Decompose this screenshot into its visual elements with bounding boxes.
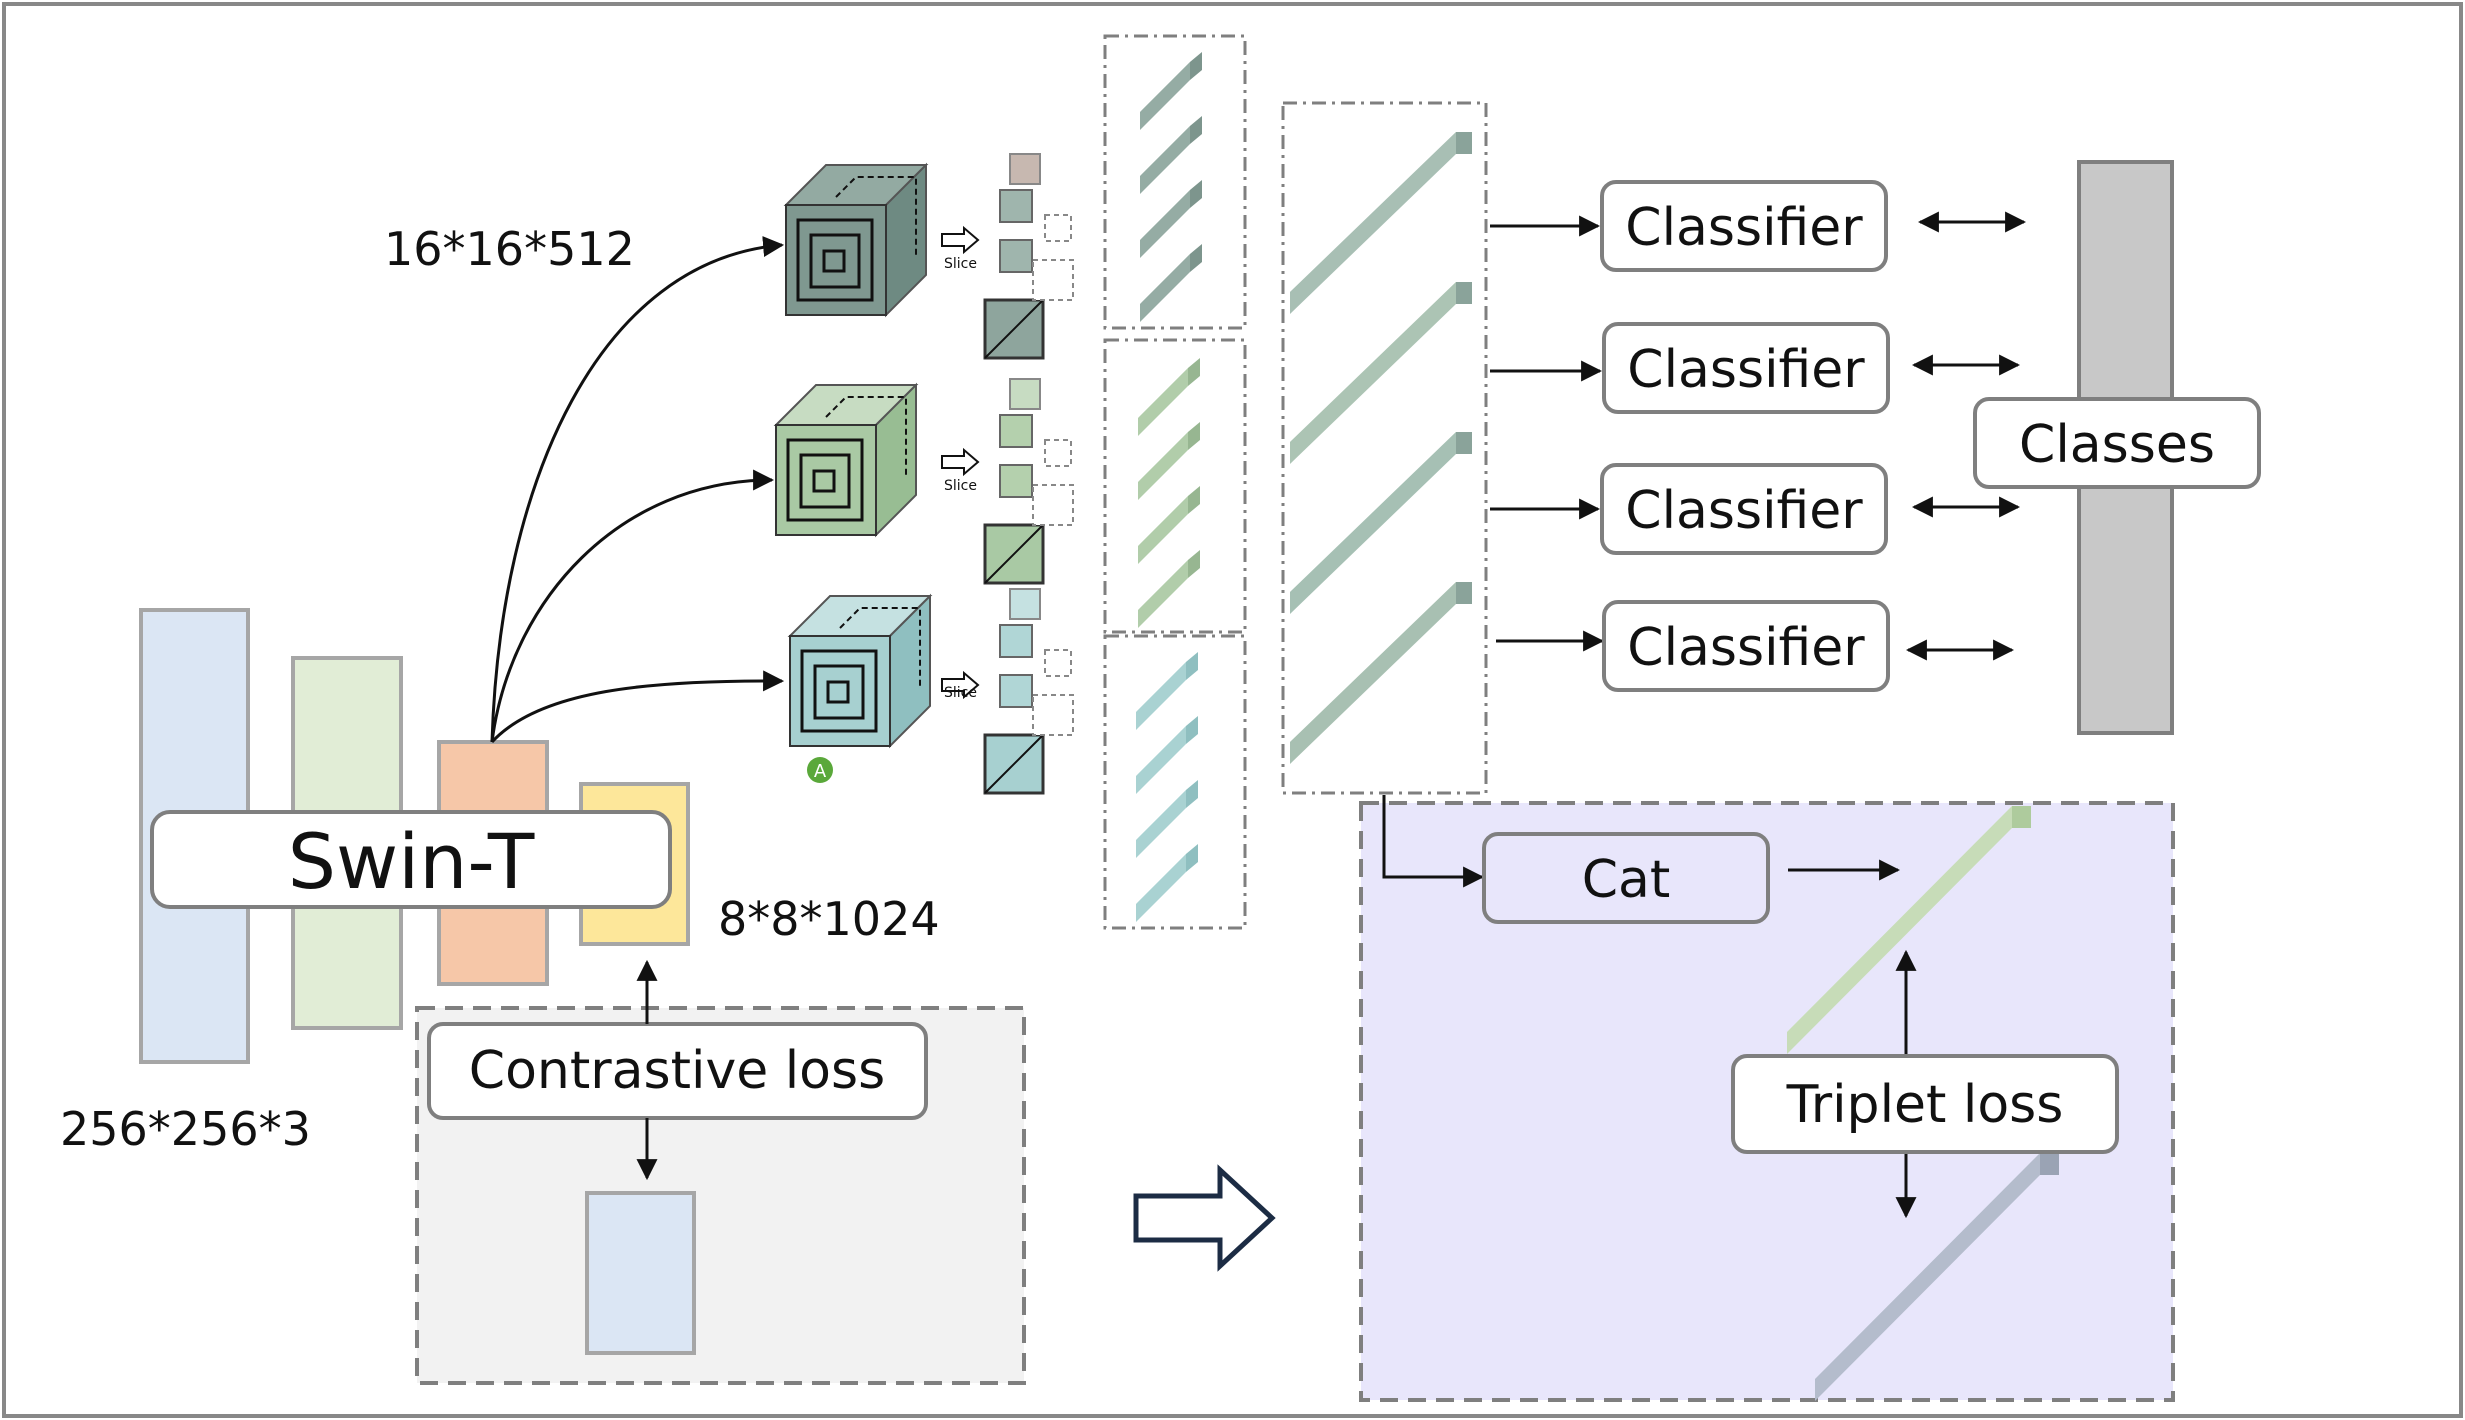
classifier-box-4: Classifier (1602, 600, 1890, 692)
swin-t-label-box: Swin-T (150, 810, 672, 909)
triplet-loss-label: Triplet loss (1786, 1075, 2064, 1135)
long-feature-4 (1290, 582, 1472, 764)
concat-feature-column (1281, 101, 1488, 795)
swin-t-label: Swin-T (288, 817, 535, 906)
feature-cube-1 (783, 162, 929, 318)
triplet-panel: Cat Triplet loss (1359, 795, 2175, 1402)
classes-label: Classes (2019, 415, 2215, 475)
long-feature-1 (1290, 132, 1472, 314)
slice-label-1: Slice (944, 256, 977, 272)
slice-label-2: Slice (944, 478, 977, 494)
flow-arrow-icon (1133, 1164, 1276, 1272)
sliced-cubes-3 (983, 588, 1074, 795)
long-feature-2 (1290, 282, 1472, 464)
cube-row-1: Slice (783, 153, 1074, 360)
badge-a (807, 757, 833, 783)
classifier-label-2: Classifier (1627, 340, 1865, 400)
classifier-arrows (1490, 215, 1605, 652)
classes-block: Classes (1973, 160, 2261, 735)
badge-a-label: A (814, 761, 827, 782)
stage3-dim-label: 16*16*512 (384, 222, 635, 276)
feature-cube-2 (773, 382, 919, 538)
classes-bidirectional-arrows (1905, 211, 2027, 661)
contrastive-panel: Contrastive loss (415, 959, 1026, 1385)
cat-connector (1382, 795, 1485, 888)
classifier-box-2: Classifier (1602, 322, 1890, 414)
classifier-label-1: Classifier (1625, 198, 1863, 258)
classifier-box-3: Classifier (1600, 463, 1888, 555)
part-stripes-group-1 (1140, 52, 1202, 322)
anchor-feature (1787, 806, 2031, 1054)
classifier-label-4: Classifier (1627, 618, 1865, 678)
contrastive-feature-block (585, 1191, 696, 1355)
negative-feature (1815, 1153, 2059, 1401)
cube-row-3: A Slice (787, 588, 1074, 795)
slice-label-3: Slice (944, 685, 977, 701)
contrastive-loss-label: Contrastive loss (469, 1041, 885, 1101)
classifier-box-1: Classifier (1600, 180, 1888, 272)
sliced-cubes-2 (983, 378, 1074, 585)
slice-arrow-3 (941, 670, 980, 700)
part-feature-column (1103, 34, 1247, 930)
part-stripes-group-2 (1138, 358, 1200, 628)
slice-arrow-1 (941, 225, 980, 255)
cat-label: Cat (1582, 850, 1671, 910)
classifier-label-3: Classifier (1625, 481, 1863, 541)
branch-arrows (490, 236, 785, 744)
stage4-dim-label: 8*8*1024 (718, 892, 940, 946)
sliced-cubes-1 (983, 153, 1074, 360)
long-feature-3 (1290, 432, 1472, 614)
input-dim-label: 256*256*3 (60, 1102, 311, 1156)
feature-cube-3 (787, 593, 933, 749)
cube-row-2: Slice (773, 378, 1074, 585)
slice-arrow-2 (941, 447, 980, 477)
part-stripes-group-3 (1136, 652, 1198, 922)
